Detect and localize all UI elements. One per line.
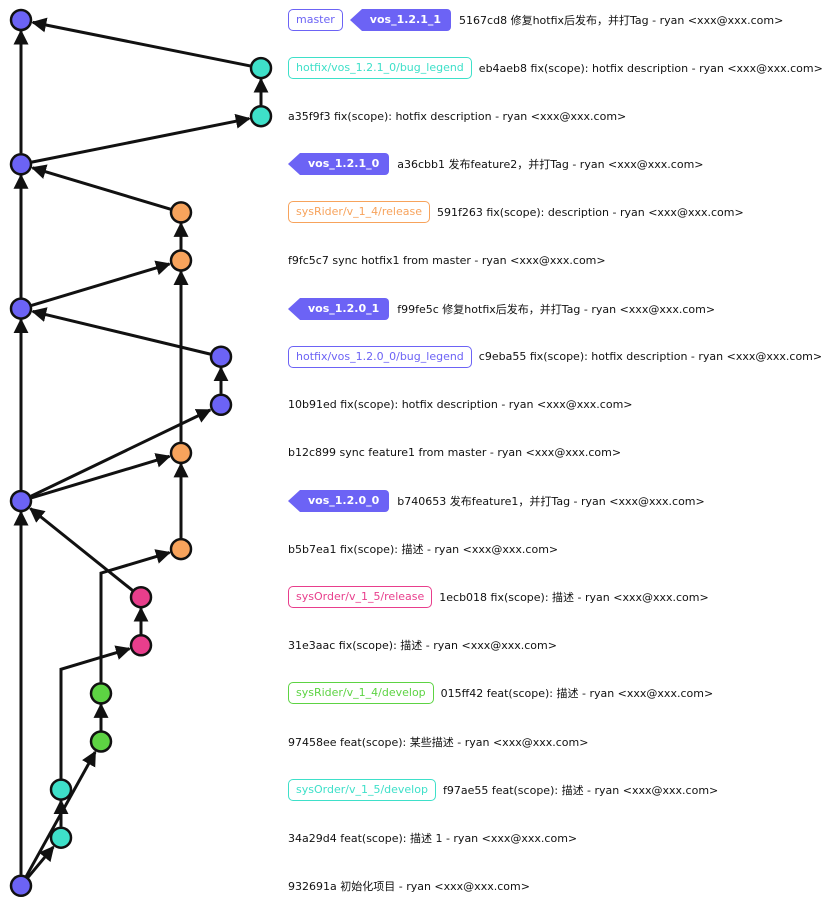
commit-message: b740653 发布feature1，并打Tag - ryan <xxx@xxx… xyxy=(397,495,705,508)
commit-message: a35f9f3 fix(scope): hotfix description -… xyxy=(288,109,627,123)
commit-node-31e3aac[interactable] xyxy=(129,634,153,657)
branch-label[interactable]: sysOrder/v_1_5/develop xyxy=(288,778,436,801)
commit-row-b740653[interactable]: vos_1.2.0_0 b740653 发布feature1，并打Tag - ry… xyxy=(287,489,705,513)
branch-label[interactable]: hotfix/vos_1.2.0_0/bug_legend xyxy=(288,345,472,368)
commit-message: 5167cd8 修复hotfix后发布，并打Tag - ryan <xxx@xx… xyxy=(459,14,784,27)
commit-message: f99fe5c 修复hotfix后发布，并打Tag - ryan <xxx@xx… xyxy=(397,302,716,316)
commit-node-b5b7ea1[interactable] xyxy=(169,537,193,561)
commit-message: f9fc5c7 sync hotfix1 from master - ryan … xyxy=(288,254,606,267)
commit-message: 1ecb018 fix(scope): 描述 - ryan <xxx@xxx.c… xyxy=(439,591,709,605)
branch-label[interactable]: hotfix/vos_1.2.1_0/bug_legend xyxy=(288,57,472,80)
edge-eb4aeb8-5167cd8 xyxy=(31,17,251,68)
commit-node-eb4aeb8[interactable] xyxy=(249,56,273,80)
commit-row-f9fc5c7[interactable]: f9fc5c7 sync hotfix1 from master - ryan … xyxy=(288,249,606,273)
edge-b740653-b12c899 xyxy=(31,453,171,500)
branch-label[interactable]: master xyxy=(288,9,343,31)
edge-591f263-a36cbb1 xyxy=(31,164,171,211)
commit-row-c9eba55[interactable]: hotfix/vos_1.2.0_0/bug_legend c9eba55 fix… xyxy=(288,345,822,369)
commit-row-1ecb018[interactable]: sysOrder/v_1_5/release 1ecb018 fix(scope)… xyxy=(288,585,709,609)
commit-node-97458ee[interactable] xyxy=(89,730,113,753)
commit-row-f99fe5c[interactable]: vos_1.2.0_1 f99fe5c 修复hotfix后发布，并打Tag - r… xyxy=(287,297,716,321)
commit-message: b5b7ea1 fix(scope): 描述 - ryan <xxx@xxx.c… xyxy=(288,543,559,557)
edge-1ecb018-b740653 xyxy=(29,507,134,592)
commit-node-015ff42[interactable] xyxy=(89,682,113,705)
commit-message: c9eba55 fix(scope): hotfix description -… xyxy=(478,350,823,364)
edge-c9eba55-f99fe5c xyxy=(31,307,211,356)
commit-row-a36cbb1[interactable]: vos_1.2.1_0 a36cbb1 发布feature2，并打Tag - ry… xyxy=(287,152,704,176)
commit-message: a36cbb1 发布feature2，并打Tag - ryan <xxx@xxx… xyxy=(397,158,704,172)
commit-node-1ecb018[interactable] xyxy=(129,585,153,609)
tag-label[interactable]: vos_1.2.1_0 xyxy=(287,153,390,176)
commit-node-5167cd8[interactable] xyxy=(9,8,33,32)
edge-932691a-97458ee xyxy=(25,750,97,877)
commit-row-5167cd8[interactable]: master vos_1.2.1_1 5167cd8 修复hotfix后发布，并打T… xyxy=(288,8,783,32)
commit-message: 10b91ed fix(scope): hotfix description -… xyxy=(288,398,633,412)
commit-row-31e3aac[interactable]: 31e3aac fix(scope): 描述 - ryan <xxx@xxx.c… xyxy=(288,633,557,657)
commit-row-b5b7ea1[interactable]: b5b7ea1 fix(scope): 描述 - ryan <xxx@xxx.c… xyxy=(288,537,558,561)
commit-row-34a29d4[interactable]: 34a29d4 feat(scope): 描述 1 - ryan <xxx@xx… xyxy=(288,826,577,850)
commit-node-a36cbb1[interactable] xyxy=(9,153,33,176)
branch-label[interactable]: sysRider/v_1_4/develop xyxy=(288,682,434,705)
edge-015ff42-b5b7ea1 xyxy=(99,549,171,683)
edge-f99fe5c-f9fc5c7 xyxy=(31,260,171,307)
edge-b740653-10b91ed xyxy=(30,408,212,498)
commit-node-b12c899[interactable] xyxy=(169,441,193,465)
tag-label[interactable]: vos_1.2.0_1 xyxy=(287,297,390,320)
commit-graph xyxy=(9,8,273,898)
commit-row-015ff42[interactable]: sysRider/v_1_4/develop 015ff42 feat(scope… xyxy=(288,681,713,705)
tag-label[interactable]: vos_1.2.1_1 xyxy=(349,9,452,31)
commit-row-a35f9f3[interactable]: a35f9f3 fix(scope): hotfix description -… xyxy=(288,104,626,128)
commit-message: 932691a 初始化项目 - ryan <xxx@xxx.com> xyxy=(288,879,530,893)
commit-row-f97ae55[interactable]: sysOrder/v_1_5/develop f97ae55 feat(scope… xyxy=(288,778,718,802)
commit-row-b12c899[interactable]: b12c899 sync feature1 from master - ryan… xyxy=(288,441,621,465)
commit-node-34a29d4[interactable] xyxy=(49,826,73,849)
commit-node-10b91ed[interactable] xyxy=(209,393,233,417)
commit-row-591f263[interactable]: sysRider/v_1_4/release 591f263 fix(scope)… xyxy=(288,200,744,224)
commit-node-591f263[interactable] xyxy=(169,201,193,224)
commit-message: b12c899 sync feature1 from master - ryan… xyxy=(288,446,622,460)
commit-node-f97ae55[interactable] xyxy=(49,778,73,801)
edge-932691a-34a29d4 xyxy=(26,845,55,879)
commit-node-c9eba55[interactable] xyxy=(209,345,233,368)
commit-message: f97ae55 feat(scope): 描述 - ryan <xxx@xxx.… xyxy=(442,783,719,797)
commit-row-eb4aeb8[interactable]: hotfix/vos_1.2.1_0/bug_legend eb4aeb8 fix… xyxy=(288,56,823,80)
commit-node-a35f9f3[interactable] xyxy=(249,104,273,128)
edge-f97ae55-31e3aac xyxy=(59,645,131,779)
commit-message: 591f263 fix(scope): description - ryan <… xyxy=(436,205,744,219)
commit-edges xyxy=(13,17,269,879)
commit-message: 31e3aac fix(scope): 描述 - ryan <xxx@xxx.c… xyxy=(288,639,557,653)
commit-message: 97458ee feat(scope): 某些描述 - ryan <xxx@xx… xyxy=(288,735,589,749)
commit-node-f9fc5c7[interactable] xyxy=(169,249,193,272)
commit-node-f99fe5c[interactable] xyxy=(9,297,33,320)
commit-row-97458ee[interactable]: 97458ee feat(scope): 某些描述 - ryan <xxx@xx… xyxy=(288,730,588,754)
edge-a36cbb1-a35f9f3 xyxy=(31,113,251,164)
commit-message: eb4aeb8 fix(scope): hotfix description -… xyxy=(478,61,823,75)
commit-row-10b91ed[interactable]: 10b91ed fix(scope): hotfix description -… xyxy=(288,393,633,417)
tag-label[interactable]: vos_1.2.0_0 xyxy=(287,490,390,512)
commit-node-932691a[interactable] xyxy=(9,874,33,898)
commit-message: 015ff42 feat(scope): 描述 - ryan <xxx@xxx.… xyxy=(440,687,714,701)
commit-row-932691a[interactable]: 932691a 初始化项目 - ryan <xxx@xxx.com> xyxy=(288,874,530,898)
commit-message: 34a29d4 feat(scope): 描述 1 - ryan <xxx@xx… xyxy=(288,831,578,845)
branch-label[interactable]: sysRider/v_1_4/release xyxy=(288,201,430,224)
commit-nodes xyxy=(9,8,273,898)
commit-node-b740653[interactable] xyxy=(9,489,33,513)
branch-label[interactable]: sysOrder/v_1_5/release xyxy=(288,586,433,609)
